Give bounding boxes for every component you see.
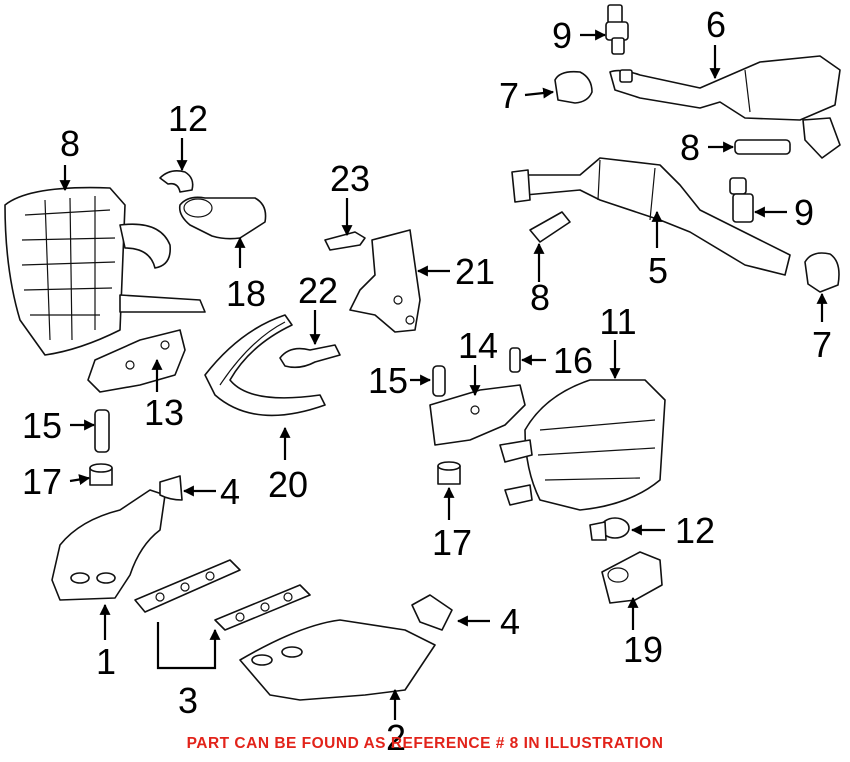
callout-6: 6: [706, 4, 726, 45]
part-4-gasket-top: [159, 475, 183, 501]
part-18-tailpipe: [178, 196, 267, 240]
part-20-crossmember: [204, 314, 326, 417]
callout-17b: 17: [432, 522, 472, 563]
callout-7a: 7: [499, 75, 519, 116]
part-19-tailpipe: [601, 551, 663, 604]
callout-4b: 4: [500, 601, 520, 642]
callout-4a: 4: [220, 471, 240, 512]
callout-9b: 9: [794, 192, 814, 233]
part-15-stud-right: [432, 365, 446, 397]
part-10-heat-shield: [4, 186, 206, 356]
part-6-converter: [609, 55, 841, 159]
leader-lines: [59, 29, 828, 720]
part-17-grommet-left: [89, 463, 113, 486]
callout-2: 2: [386, 717, 406, 758]
callout-9a: 9: [552, 15, 572, 56]
callout-3: 3: [178, 680, 198, 721]
part-21-mount-bracket: [349, 229, 421, 333]
callout-13: 13: [144, 392, 184, 433]
part-15-stud-left: [94, 409, 110, 453]
part-14-bracket: [429, 384, 526, 446]
part-7-hanger-lower: [804, 252, 840, 293]
part-4-gasket-bottom: [411, 594, 453, 631]
callout-1: 1: [96, 641, 116, 682]
part-2-manifold: [239, 619, 436, 701]
callout-8b: 8: [530, 277, 550, 318]
part-11-muffler: [499, 379, 666, 511]
part-13-bracket: [87, 329, 186, 393]
callout-22: 22: [298, 270, 338, 311]
callout-10: 8: [60, 123, 80, 164]
callout-11: 11: [599, 301, 636, 342]
callout-21: 21: [455, 251, 495, 292]
callout-17a: 17: [22, 461, 62, 502]
callout-8a: 8: [680, 127, 700, 168]
callout-15a: 15: [22, 405, 62, 446]
callout-labels: 8 12 18 13 15 17 4 20 22 23 21 1 3 2 4 1…: [22, 4, 832, 758]
part-22-clamp: [279, 344, 341, 369]
callout-12b: 12: [675, 510, 715, 551]
callout-18: 18: [226, 273, 266, 314]
part-17-grommet-right: [437, 461, 461, 485]
callout-12a: 12: [168, 98, 208, 139]
reference-footnote: PART CAN BE FOUND AS REFERENCE # 8 IN IL…: [186, 735, 664, 752]
part-12-clamp-top: [159, 170, 194, 193]
part-1-manifold: [51, 489, 166, 601]
callout-7b: 7: [812, 324, 832, 365]
callout-14: 14: [458, 325, 498, 366]
part-7-hanger-top: [554, 70, 593, 104]
part-9-sensor-top: [605, 4, 629, 55]
callout-23: 23: [330, 158, 370, 199]
part-9-sensor-lower: [729, 177, 754, 223]
part-8-sensor-top: [734, 139, 791, 155]
callout-19: 19: [623, 629, 663, 670]
callout-16: 16: [553, 340, 593, 381]
part-16-stud: [509, 347, 521, 373]
callout-20: 20: [268, 464, 308, 505]
part-3-gaskets: [134, 559, 311, 631]
callout-5: 5: [648, 250, 668, 291]
part-8-sensor-lower: [529, 211, 571, 243]
part-12-clamp-bottom: [589, 517, 630, 541]
callout-15b: 15: [368, 360, 408, 401]
part-23-bracket: [324, 231, 366, 251]
